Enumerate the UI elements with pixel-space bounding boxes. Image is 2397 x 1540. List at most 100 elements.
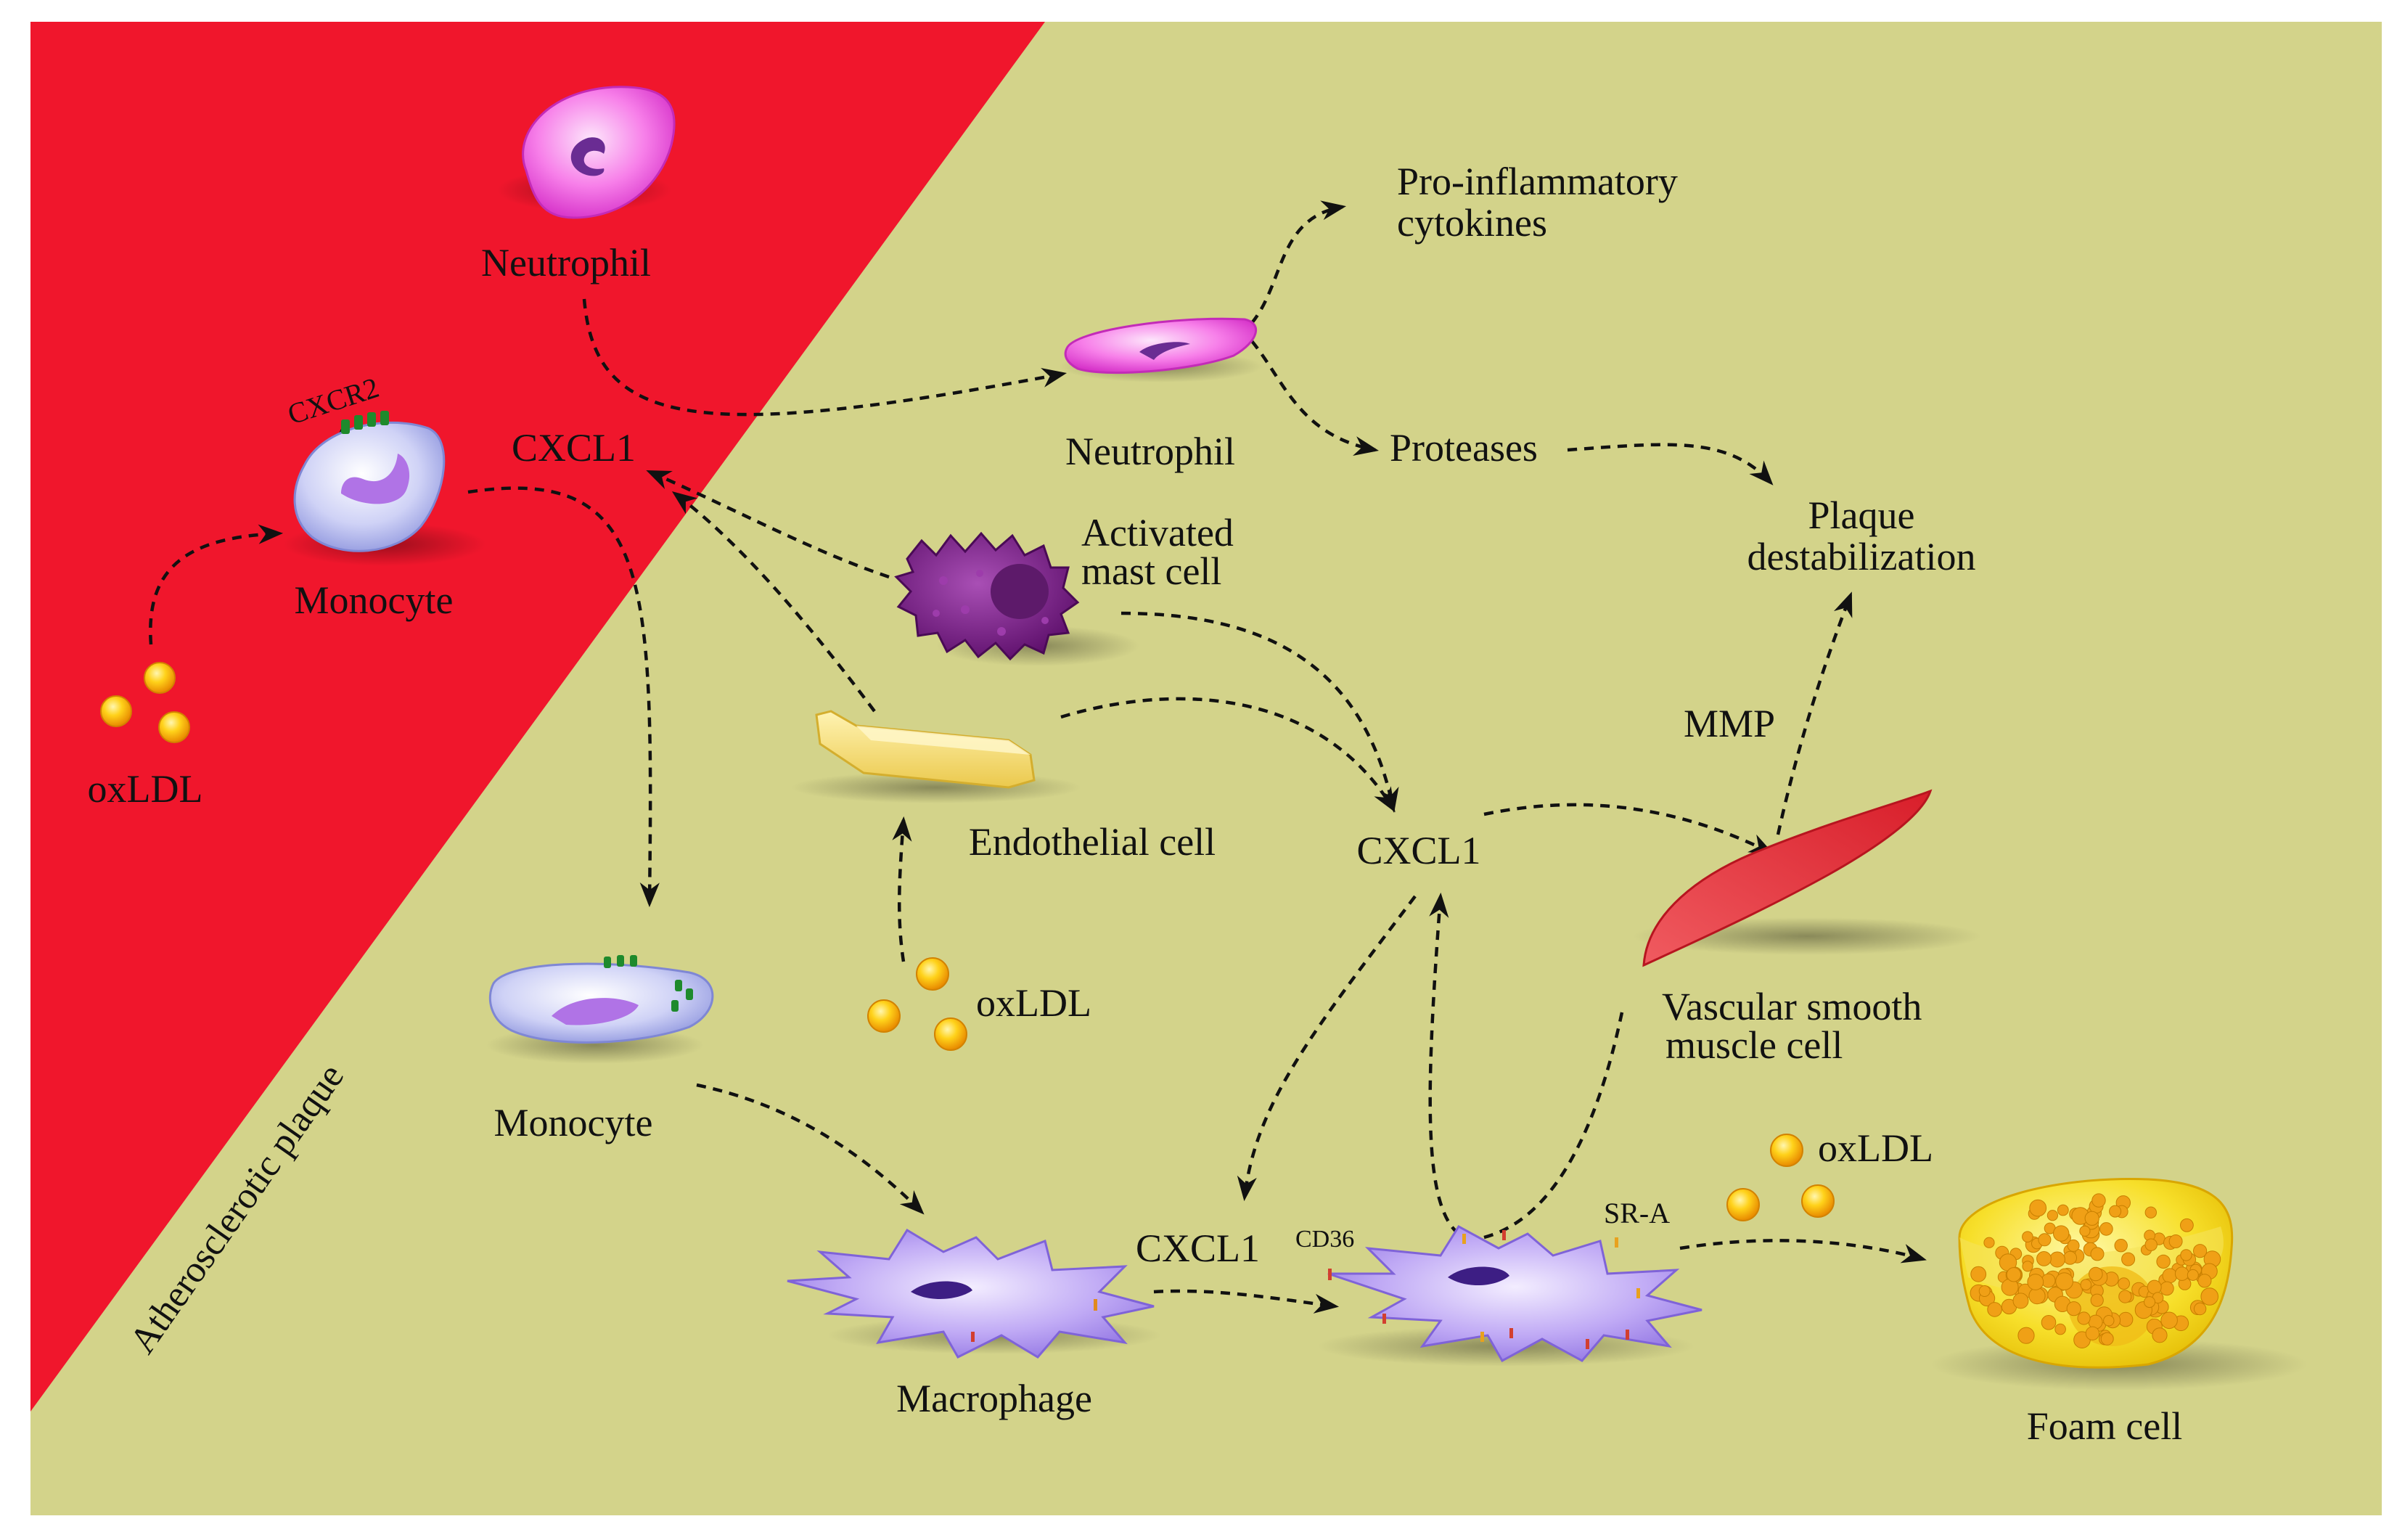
foam-lipid-droplet bbox=[2103, 1315, 2115, 1327]
arrow-to-proteases bbox=[1250, 340, 1380, 456]
foam-lipid-droplet bbox=[2090, 1247, 2105, 1261]
arrow-activated-mac-to-cxcl1 bbox=[1428, 892, 1460, 1235]
macrophage-cell bbox=[787, 1228, 1161, 1359]
label-activated-mast-2: mast cell bbox=[1081, 549, 1221, 593]
foam-lipid-droplet bbox=[2049, 1251, 2065, 1268]
foam-lipid-droplet bbox=[2152, 1327, 2168, 1343]
arrow-macrophage-to-activated bbox=[1153, 1289, 1340, 1314]
foam-lipid-droplet bbox=[2029, 1199, 2047, 1217]
foam-lipid-droplet bbox=[2121, 1252, 2136, 1266]
foam-lipid-droplet bbox=[2118, 1311, 2134, 1327]
foam-lipid-droplet bbox=[2057, 1204, 2069, 1216]
label-macrophage: Macrophage bbox=[896, 1377, 1092, 1420]
foam-lipid-droplet bbox=[2041, 1315, 2057, 1330]
foam-lipid-droplet bbox=[2077, 1311, 2091, 1325]
foam-lipid-droplet bbox=[2063, 1250, 2077, 1265]
foam-lipid-droplet bbox=[2174, 1266, 2189, 1281]
label-cxcl1-top: CXCL1 bbox=[512, 426, 636, 470]
foam-lipid-droplet bbox=[2160, 1281, 2174, 1296]
foam-lipid-droplet bbox=[2197, 1274, 2212, 1288]
foam-lipid-droplet bbox=[1978, 1285, 1991, 1297]
label-monocyte-tissue: Monocyte bbox=[494, 1101, 653, 1144]
foam-lipid-droplet bbox=[2168, 1234, 2183, 1248]
foam-lipid-droplet bbox=[2091, 1193, 2106, 1208]
label-sr-a: SR-A bbox=[1604, 1197, 1670, 1229]
arrow-to-cytokines bbox=[1250, 200, 1347, 324]
activated-mast-cell bbox=[894, 531, 1139, 666]
label-proteases: Proteases bbox=[1390, 426, 1538, 470]
foam-lipid-droplet bbox=[2147, 1279, 2162, 1295]
label-plaque-destab-2: destabilization bbox=[1747, 535, 1976, 578]
oxldl-particles-middle bbox=[867, 957, 967, 1051]
foam-lipid-droplet bbox=[2028, 1287, 2046, 1305]
foam-lipid-droplet bbox=[2187, 1269, 2199, 1281]
foam-lipid-droplet bbox=[2022, 1231, 2033, 1242]
arrow-oxldl-to-endothelial bbox=[892, 816, 912, 962]
foam-lipid-droplet bbox=[2144, 1238, 2158, 1251]
foam-lipid-droplet bbox=[2180, 1218, 2194, 1232]
foam-lipid-droplet bbox=[2085, 1326, 2100, 1341]
vessel-lumen bbox=[30, 22, 1045, 1412]
foam-lipid-droplet bbox=[2200, 1287, 2218, 1306]
foam-lipid-droplet bbox=[2006, 1267, 2022, 1282]
label-oxldl-right: oxLDL bbox=[1818, 1126, 1933, 1170]
foam-lipid-droplet bbox=[2067, 1239, 2080, 1252]
foam-lipid-droplet bbox=[2055, 1272, 2074, 1290]
label-foam-cell: Foam cell bbox=[2027, 1404, 2182, 1448]
foam-lipid-droplet bbox=[2017, 1327, 2035, 1344]
foam-lipid-droplet bbox=[1983, 1237, 1995, 1248]
label-cxcl1-center: CXCL1 bbox=[1356, 829, 1480, 872]
arrow-cxcl1-to-vsmc bbox=[1483, 803, 1774, 855]
foam-lipid-droplet bbox=[2036, 1251, 2052, 1266]
label-activated-mast-1: Activated bbox=[1081, 511, 1234, 554]
foam-lipid-droplet bbox=[2053, 1225, 2070, 1242]
foam-lipid-droplet bbox=[2080, 1279, 2092, 1290]
label-oxldl-middle: oxLDL bbox=[976, 981, 1091, 1025]
foam-lipid-droplet bbox=[2046, 1210, 2058, 1221]
activated-macrophage-cell bbox=[1317, 1225, 1703, 1367]
arrow-endothelial-to-center-cxcl1 bbox=[1060, 697, 1396, 813]
label-pro-inflammatory-1: Pro-inflammatory bbox=[1397, 160, 1678, 203]
foam-lipid-droplet bbox=[2089, 1266, 2103, 1282]
foam-lipid-droplet bbox=[2156, 1254, 2171, 1269]
arrow-monocyte-extravasation bbox=[467, 486, 660, 908]
vascular-smooth-muscle-cell bbox=[1633, 789, 1981, 967]
foam-lipid-droplet bbox=[2193, 1244, 2208, 1258]
monocyte-blood-cell bbox=[283, 411, 486, 566]
label-neutrophil-tissue: Neutrophil bbox=[1065, 430, 1235, 473]
foam-lipid-droplet bbox=[2084, 1211, 2099, 1226]
foam-lipid-droplet bbox=[2090, 1293, 2104, 1307]
neutrophil-tissue-cell bbox=[1060, 317, 1263, 382]
oxldl-particles-blood bbox=[100, 662, 190, 743]
foam-lipid-droplet bbox=[2118, 1290, 2132, 1303]
endothelial-cell bbox=[791, 710, 1081, 803]
foam-lipid-droplet bbox=[2100, 1332, 2114, 1346]
label-monocyte-blood: Monocyte bbox=[295, 578, 454, 622]
foam-lipid-droplet bbox=[1987, 1302, 2002, 1317]
foam-lipid-droplet bbox=[2012, 1293, 2029, 1309]
foam-lipid-droplet bbox=[2054, 1323, 2066, 1335]
label-endothelial-cell: Endothelial cell bbox=[969, 820, 1216, 864]
foam-lipid-droplet bbox=[2144, 1296, 2155, 1308]
neutrophil-blood-cell bbox=[497, 86, 676, 219]
foam-lipid-droplet bbox=[2022, 1261, 2033, 1272]
foam-lipid-droplet bbox=[2038, 1233, 2052, 1247]
foam-lipid-droplet bbox=[1970, 1266, 1987, 1282]
arrow-proteases-to-destab bbox=[1567, 443, 1774, 486]
label-oxldl-blood: oxLDL bbox=[88, 767, 203, 811]
oxldl-particles-right bbox=[1726, 1134, 1835, 1221]
label-vsmc-1: Vascular smooth bbox=[1662, 985, 1922, 1028]
foam-cell bbox=[1930, 1178, 2308, 1390]
arrow-endothelial-to-cxcl1 bbox=[671, 491, 876, 713]
foam-lipid-droplet bbox=[2027, 1274, 2044, 1290]
arrow-mast-to-cxcl1 bbox=[646, 470, 890, 579]
foam-lipid-droplet bbox=[2162, 1268, 2178, 1284]
arrow-neutrophil-extravasation bbox=[582, 298, 1068, 417]
arrow-oxldl-to-monocyte bbox=[149, 524, 284, 645]
foam-lipid-droplet bbox=[2118, 1277, 2131, 1290]
label-cd36: CD36 bbox=[1295, 1226, 1354, 1253]
arrow-to-foam-cell bbox=[1679, 1239, 1927, 1263]
foam-lipid-droplet bbox=[2066, 1301, 2081, 1316]
